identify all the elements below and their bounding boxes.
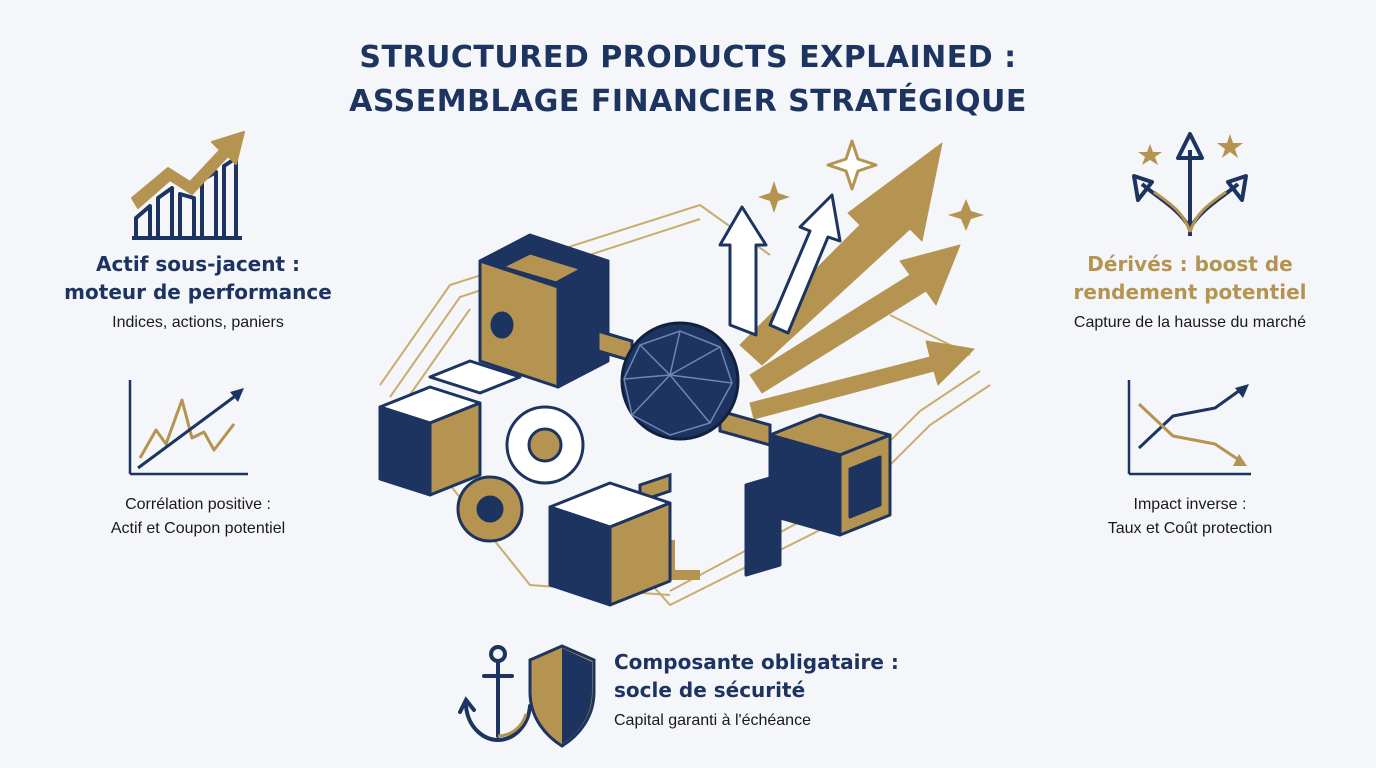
diverging-arrows-stars-icon [1132,132,1248,236]
underlying-asset-block: Actif sous-jacent : moteur de performanc… [48,250,348,334]
central-sphere [620,321,740,441]
gear-icon [456,475,524,543]
rising-arrow [749,244,961,394]
rising-arrow [749,340,975,420]
rising-arrow [718,205,768,337]
underlying-asset-subtitle: Indices, actions, paniers [112,314,284,331]
title-line-2: ASSEMBLAGE FINANCIER STRATÉGIQUE [349,84,1027,119]
derivatives-subtitle: Capture de la hausse du marché [1073,314,1307,331]
anchor-shield-icon [458,644,596,748]
bond-heading-line-1: Composante obligataire : [614,650,899,674]
bond-component-block: Composante obligataire : socle de sécuri… [614,648,954,732]
bottom-block [548,481,672,607]
bond-heading-line-2: socle de sécurité [614,678,806,702]
derivatives-heading-line-2: rendement potentiel [1073,280,1307,304]
title-line-1: STRUCTURED PRODUCTS EXPLAINED : [359,40,1017,75]
underlying-heading-line-1: Actif sous-jacent : [95,252,301,276]
underlying-heading-line-2: moteur de performance [64,280,332,304]
correlation-caption: Corrélation positive : Actif et Coupon p… [48,493,348,541]
derivatives-heading: Dérivés : boost de rendement potentiel [1030,250,1350,306]
inverse-caption: Impact inverse : Taux et Coût protection [1030,493,1350,541]
right-cube [744,413,892,577]
sparkle-star [826,139,878,191]
bar-chart-rising-arrow-icon [131,131,245,240]
bond-component-subtitle: Capital garanti à l'échéance [614,712,811,729]
sparkle-star [758,181,790,213]
gear-icon [505,405,585,485]
bond-component-heading: Composante obligataire : socle de sécuri… [614,648,954,704]
derivatives-heading-line-1: Dérivés : boost de [1087,252,1293,276]
underlying-asset-heading: Actif sous-jacent : moteur de performanc… [48,250,348,306]
page-title: STRUCTURED PRODUCTS EXPLAINED : ASSEMBLA… [0,36,1376,124]
correlation-line-1: Corrélation positive : [125,496,271,513]
circuit-line [389,218,701,398]
top-left-cube [478,233,610,389]
inverse-correlation-chart-icon [1127,380,1251,476]
left-block [378,359,522,497]
rising-arrow [768,193,842,335]
positive-correlation-chart-icon [128,380,248,476]
inverse-line-1: Impact inverse : [1133,496,1247,513]
inverse-line-2: Taux et Coût protection [1107,520,1273,537]
structured-product-assembly-illustration [378,139,991,607]
sparkle-star [948,199,984,231]
circuit-line [399,308,471,410]
derivatives-block: Dérivés : boost de rendement potentiel C… [1030,250,1350,334]
correlation-line-2: Actif et Coupon potentiel [110,520,286,537]
